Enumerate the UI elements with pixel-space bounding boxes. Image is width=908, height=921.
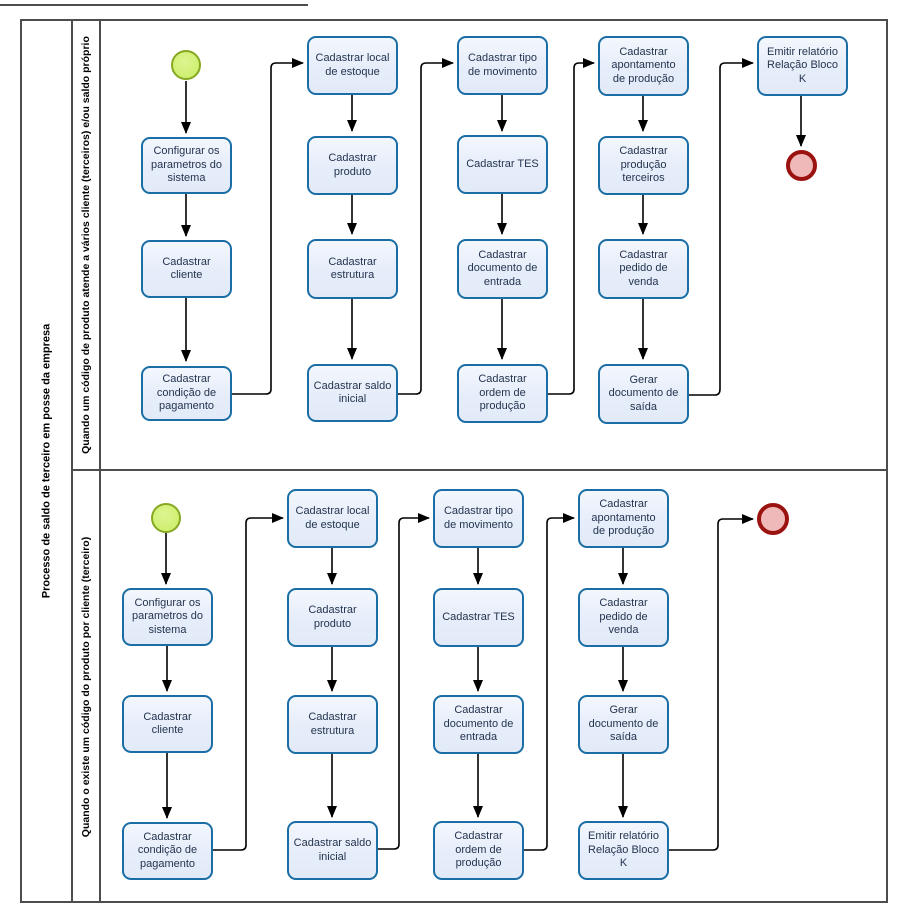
task-gerar-documento-saida[interactable]: Gerar documento de saída xyxy=(578,695,669,754)
top-edge-line xyxy=(0,4,308,6)
task-cadastrar-apontamento-producao[interactable]: Cadastrar apontamento de produção xyxy=(598,36,689,96)
pool-title-divider xyxy=(71,19,73,903)
task-cadastrar-condicao-pagamento[interactable]: Cadastrar condição de pagamento xyxy=(122,822,213,880)
task-cadastrar-local-estoque[interactable]: Cadastrar local de estoque xyxy=(287,489,378,548)
task-cadastrar-pedido-venda[interactable]: Cadastrar pedido de venda xyxy=(598,239,689,299)
task-emitir-relatorio-bloco-k[interactable]: Emitir relatório Relação Bloco K xyxy=(578,821,669,880)
task-cadastrar-cliente[interactable]: Cadastrar cliente xyxy=(122,695,213,753)
pool-border xyxy=(20,19,888,903)
task-emitir-relatorio-bloco-k[interactable]: Emitir relatório Relação Bloco K xyxy=(757,36,848,96)
task-configurar-parametros[interactable]: Configurar os parametros do sistema xyxy=(141,137,232,194)
pool-title: Processo de saldo de terceiro em posse d… xyxy=(20,19,72,903)
task-cadastrar-documento-entrada[interactable]: Cadastrar documento de entrada xyxy=(457,239,548,299)
start-event[interactable] xyxy=(171,50,201,80)
task-cadastrar-documento-entrada[interactable]: Cadastrar documento de entrada xyxy=(433,695,524,754)
task-cadastrar-tipo-movimento[interactable]: Cadastrar tipo de movimento xyxy=(433,489,524,548)
end-event[interactable] xyxy=(786,150,817,181)
pool-title-text: Processo de saldo de terceiro em posse d… xyxy=(40,323,53,599)
task-cadastrar-local-estoque[interactable]: Cadastrar local de estoque xyxy=(307,36,398,95)
task-gerar-documento-saida[interactable]: Gerar documento de saída xyxy=(598,364,689,424)
task-cadastrar-estrutura[interactable]: Cadastrar estrutura xyxy=(287,695,378,754)
task-cadastrar-condicao-pagamento[interactable]: Cadastrar condição de pagamento xyxy=(141,366,232,421)
lane-label-divider xyxy=(99,19,101,903)
lane-1-label-text: Quando um código de produto atende a vár… xyxy=(80,35,93,454)
lane-1-label: Quando um código de produto atende a vár… xyxy=(72,19,100,470)
task-cadastrar-tes[interactable]: Cadastrar TES xyxy=(457,135,548,194)
task-cadastrar-apontamento-producao[interactable]: Cadastrar apontamento de produção xyxy=(578,489,669,548)
task-cadastrar-ordem-producao[interactable]: Cadastrar ordem de produção xyxy=(433,821,524,880)
task-cadastrar-saldo-inicial[interactable]: Cadastrar saldo inicial xyxy=(287,821,378,880)
end-event[interactable] xyxy=(757,503,789,535)
lane-2-label-text: Quando o existe um código do produto por… xyxy=(80,536,92,837)
task-cadastrar-producao-terceiros[interactable]: Cadastrar produção terceiros xyxy=(598,136,689,195)
start-event[interactable] xyxy=(151,503,181,533)
task-cadastrar-saldo-inicial[interactable]: Cadastrar saldo inicial xyxy=(307,364,398,422)
task-cadastrar-produto[interactable]: Cadastrar produto xyxy=(287,588,378,647)
lane-separator xyxy=(72,469,888,471)
lane-2-label: Quando o existe um código do produto por… xyxy=(72,470,100,903)
task-cadastrar-tipo-movimento[interactable]: Cadastrar tipo de movimento xyxy=(457,36,548,95)
task-cadastrar-tes[interactable]: Cadastrar TES xyxy=(433,588,524,647)
task-cadastrar-cliente[interactable]: Cadastrar cliente xyxy=(141,240,232,298)
task-cadastrar-estrutura[interactable]: Cadastrar estrutura xyxy=(307,239,398,299)
task-configurar-parametros[interactable]: Configurar os parametros do sistema xyxy=(122,588,213,646)
task-cadastrar-ordem-producao[interactable]: Cadastrar ordem de produção xyxy=(457,364,548,423)
task-cadastrar-produto[interactable]: Cadastrar produto xyxy=(307,136,398,195)
task-cadastrar-pedido-venda[interactable]: Cadastrar pedido de venda xyxy=(578,588,669,647)
